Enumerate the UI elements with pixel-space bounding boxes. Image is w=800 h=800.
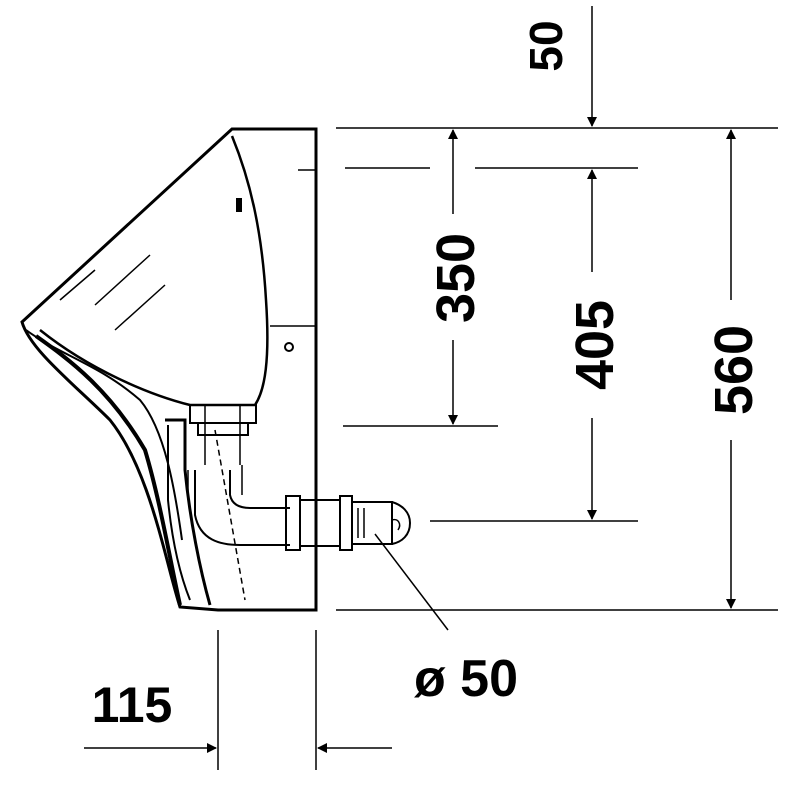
dim-pipe-diameter: ø 50: [414, 650, 518, 708]
dim-inlet-to-outlet: 405: [565, 300, 625, 390]
extension-lines: [217, 127, 778, 770]
siphon-trap: [187, 404, 412, 601]
dim-outlet-height: 350: [426, 233, 486, 323]
dim-overall-height: 560: [704, 325, 764, 415]
dim-wall-projection: 115: [92, 677, 173, 733]
dimension-arrows: [84, 6, 736, 753]
dim-top-offset: 50: [520, 20, 572, 71]
urinal-outline: [20, 127, 318, 612]
